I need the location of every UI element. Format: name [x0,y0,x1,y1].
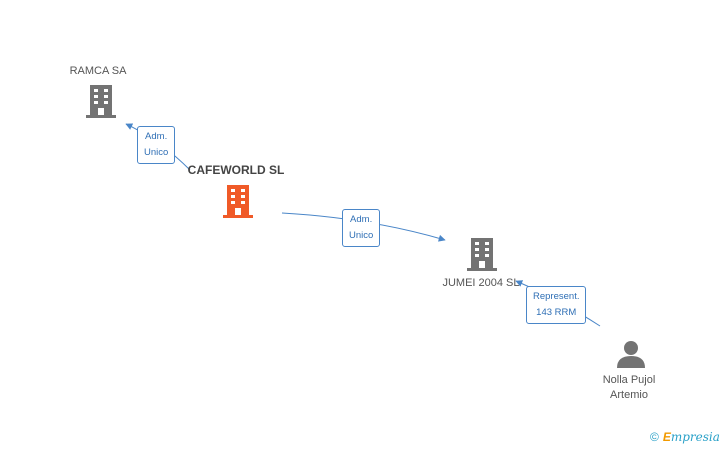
building-icon[interactable] [223,185,253,218]
edge-label-line1: Represent. [533,291,580,302]
edge-label-nolla-jumei[interactable]: Represent. 143 RRM [526,286,587,324]
node-label-jumei[interactable]: JUMEI 2004 SL [442,277,520,289]
edge-label-line2: 143 RRM [536,307,577,318]
person-icon[interactable] [617,341,645,368]
node-label-nolla-line1: Nolla Pujol [602,374,656,386]
brand-name: mpresia [670,430,720,444]
node-label-cafeworld[interactable]: CAFEWORLD SL [187,163,285,177]
edge-label-cafeworld-ramca[interactable]: Adm. Unico [137,126,176,164]
node-label-nolla-line2: Artemio [610,389,648,401]
copyright-symbol: © [650,430,659,444]
brand-initial: E [662,430,671,444]
building-icon[interactable] [86,85,116,118]
building-icon[interactable] [467,238,497,271]
node-label-nolla[interactable]: Nolla Pujol Artemio [584,373,674,403]
edge-label-line1: Adm. [350,214,373,225]
edge-label-line2: Unico [144,147,169,158]
edge-label-line2: Unico [349,230,374,241]
edge-label-cafeworld-jumei[interactable]: Adm. Unico [342,209,381,247]
edge-label-line1: Adm. [145,131,168,142]
brand-logo: ©Empresia [650,430,720,444]
node-label-ramca[interactable]: RAMCA SA [69,65,127,77]
